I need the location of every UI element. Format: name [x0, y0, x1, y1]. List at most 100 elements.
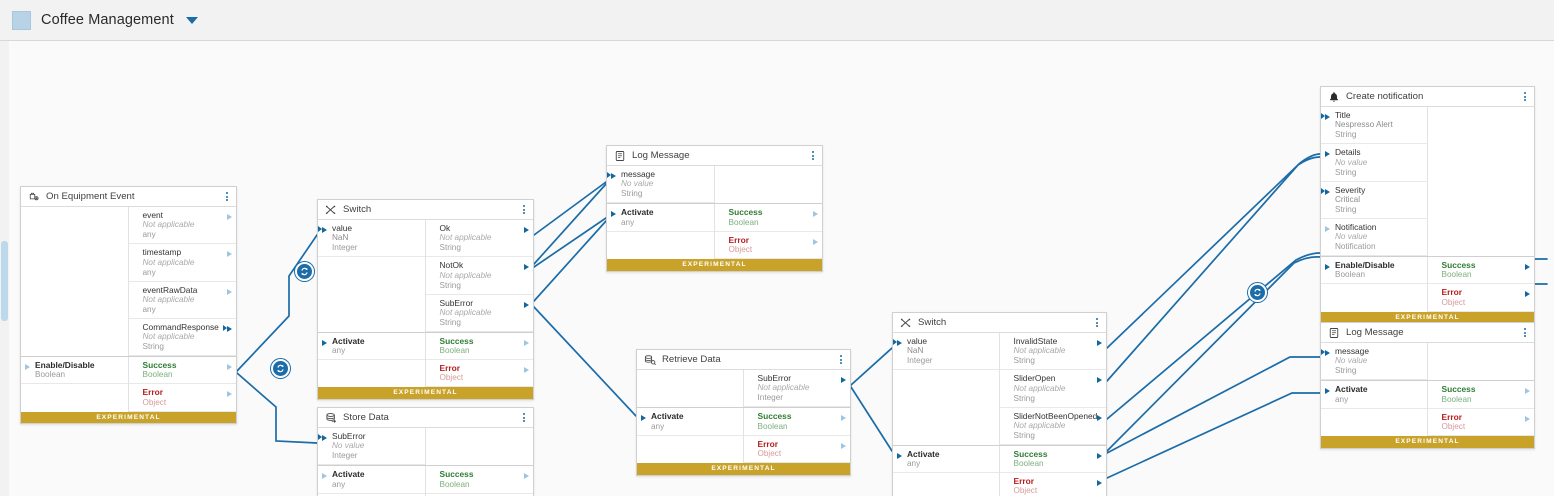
edge-2[interactable]: [533, 181, 607, 236]
output-port[interactable]: [1525, 415, 1530, 422]
edge-0[interactable]: [236, 234, 318, 372]
output-port[interactable]: [524, 473, 529, 480]
node-header[interactable]: Log Message: [607, 146, 822, 166]
output-port[interactable]: [524, 339, 529, 346]
scrollbar-thumb[interactable]: [1, 241, 8, 321]
node-menu-button[interactable]: [1094, 316, 1100, 329]
input-port[interactable]: [322, 339, 327, 346]
output-port[interactable]: [841, 377, 846, 383]
edge-14[interactable]: [1106, 392, 1321, 479]
node-header[interactable]: Store Data: [318, 408, 533, 428]
node-menu-button[interactable]: [521, 203, 527, 216]
node-menu-button[interactable]: [521, 411, 527, 424]
input-port[interactable]: [318, 434, 327, 441]
output-port[interactable]: [227, 364, 232, 370]
input-port[interactable]: [641, 415, 646, 422]
output-port[interactable]: [1097, 414, 1102, 421]
node-menu-button[interactable]: [224, 190, 230, 203]
output-port[interactable]: [841, 415, 846, 422]
node-menu-button[interactable]: [810, 149, 816, 162]
node-header[interactable]: Switch: [318, 200, 533, 220]
output-port[interactable]: [1097, 340, 1102, 346]
output-port[interactable]: [524, 264, 529, 271]
node-header[interactable]: Log Message: [1321, 323, 1534, 343]
edge-10[interactable]: [1106, 156, 1321, 382]
output-port[interactable]: [223, 325, 232, 332]
output-port[interactable]: [227, 214, 232, 220]
input-port[interactable]: [1321, 349, 1330, 356]
input-port[interactable]: [1325, 225, 1330, 232]
node-header[interactable]: Create notification: [1321, 87, 1534, 107]
output-port[interactable]: [1097, 480, 1102, 486]
output-port[interactable]: [841, 442, 846, 449]
output-port[interactable]: [813, 211, 818, 218]
output-port[interactable]: [524, 301, 529, 308]
output-port[interactable]: [227, 391, 232, 398]
vertical-scrollbar[interactable]: [0, 41, 9, 496]
input-port[interactable]: [1325, 264, 1330, 270]
reroute-badge-2[interactable]: [271, 359, 290, 378]
edge-12[interactable]: [1106, 256, 1321, 452]
output-port[interactable]: [227, 288, 232, 295]
input-port[interactable]: [897, 452, 902, 459]
node-menu-button[interactable]: [1522, 326, 1528, 339]
edge-6[interactable]: [533, 306, 637, 417]
node-header[interactable]: On Equipment Event: [21, 187, 236, 207]
output-port[interactable]: [524, 367, 529, 373]
input-port[interactable]: [1325, 388, 1330, 395]
output-port[interactable]: [1097, 452, 1102, 459]
input-port[interactable]: [322, 473, 327, 480]
edge-3[interactable]: [533, 183, 607, 265]
edge-5[interactable]: [533, 220, 607, 302]
flow-canvas[interactable]: ErrorObjectEXPERIMENTALOn Equipment Even…: [0, 41, 1554, 496]
edge-4[interactable]: [533, 217, 607, 268]
node-header[interactable]: Switch: [893, 313, 1106, 333]
reroute-badge-1[interactable]: [295, 262, 314, 281]
input-port[interactable]: [318, 226, 327, 233]
reroute-badge-3[interactable]: [1248, 283, 1267, 302]
edge-11[interactable]: [1106, 252, 1321, 420]
input-port[interactable]: [25, 364, 30, 370]
